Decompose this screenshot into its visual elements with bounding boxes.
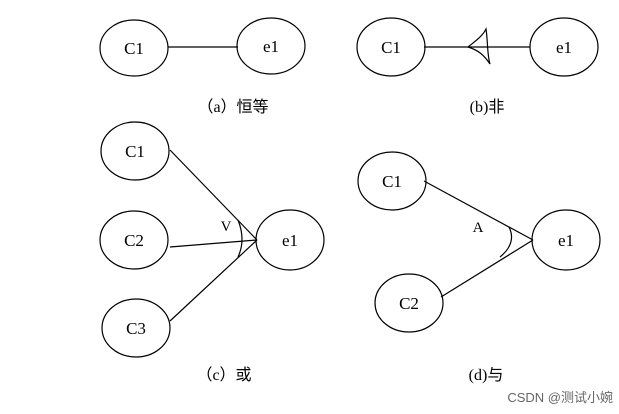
csdn-watermark: CSDN @测试小婉	[507, 390, 613, 405]
or-operator-label: V	[221, 219, 232, 235]
and-caption: (d)与	[469, 366, 504, 384]
and-operator-label: A	[473, 220, 484, 236]
not-label-e1: e1	[556, 38, 572, 57]
or-caption: （c）或	[196, 366, 251, 384]
or-node-c3	[101, 298, 171, 358]
identity-label-e1: e1	[263, 37, 279, 56]
not-caption: (b)非	[470, 98, 505, 116]
and-label-c1: C1	[382, 172, 402, 191]
or-node-c1	[100, 121, 170, 181]
identity-node-e1	[236, 17, 306, 75]
or-label-c3: C3	[126, 319, 146, 338]
and-node-c1	[357, 151, 427, 211]
not-negation-mark	[466, 27, 491, 65]
panel-or	[99, 121, 325, 358]
or-edge-c1	[169, 149, 258, 241]
or-label-e1: e1	[282, 231, 298, 250]
and-node-c2	[374, 273, 444, 333]
or-node-c2	[99, 210, 169, 270]
and-arc	[499, 226, 513, 258]
or-arc	[237, 219, 243, 258]
and-edge-c2	[440, 239, 534, 298]
or-node-e1	[255, 209, 325, 271]
and-label-c2: C2	[399, 294, 419, 313]
identity-caption: （a）恒等	[197, 98, 268, 116]
panel-identity	[99, 17, 306, 77]
panel-not	[356, 17, 599, 77]
and-label-e1: e1	[558, 231, 574, 250]
not-node-e1	[529, 17, 599, 77]
identity-node-c1	[99, 19, 169, 77]
or-edge-c3	[169, 239, 258, 322]
panel-and	[357, 151, 601, 333]
and-node-e1	[531, 209, 601, 271]
identity-label-c1: C1	[124, 39, 144, 58]
or-edge-c2	[169, 239, 258, 248]
and-edge-c1	[423, 180, 534, 241]
or-label-c2: C2	[124, 231, 144, 250]
not-label-c1: C1	[381, 38, 401, 57]
or-label-c1: C1	[125, 142, 145, 161]
not-node-c1	[356, 17, 426, 77]
